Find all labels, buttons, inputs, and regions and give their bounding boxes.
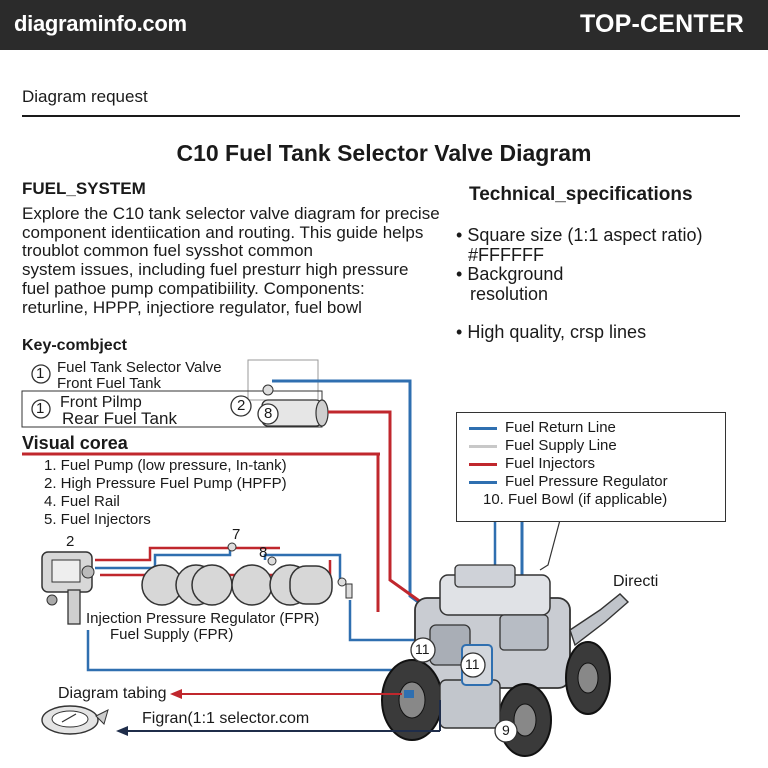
- callout-circle-11b: [460, 652, 486, 678]
- fuel-system-description: Explore the C10 tank selector valve diag…: [22, 204, 452, 317]
- callout-number-9: 9: [502, 722, 510, 738]
- header-bar: diagraminfo.com TOP-CENTER: [0, 0, 768, 50]
- page-title: C10 Fuel Tank Selector Valve Diagram: [176, 140, 592, 166]
- legend-label: Fuel Pressure Regulator: [505, 473, 668, 490]
- key-heading: Key-combject: [22, 337, 127, 354]
- bullet: •: [456, 225, 463, 245]
- fuel-supply-label: Fuel Supply (FPR): [110, 626, 234, 643]
- regulator-label: Injection Pressure Regulator (FPR): [86, 610, 320, 627]
- callout-circle-2: [230, 395, 252, 417]
- visual-item: 4. Fuel Rail: [44, 493, 120, 510]
- high-pressure-pump-icon: [41, 551, 95, 625]
- description-line: troublot common fuel sysshot common: [22, 241, 314, 261]
- key-item-label: Rear Fuel Tank: [62, 409, 177, 428]
- legend-label: Fuel Supply Line: [505, 437, 617, 454]
- diagram-tabing-label: Diagram tabing: [58, 685, 167, 702]
- spec-item: • Square size (1:1 aspect ratio): [456, 225, 702, 245]
- spec-item: resolution: [470, 284, 548, 304]
- callout-circle-8: [257, 403, 279, 425]
- description-line: returline, HPPP, injectiore regulator, f…: [22, 297, 362, 317]
- fuel-bowl-icon: [41, 705, 109, 735]
- fuel-system-heading: FUEL_SYSTEM: [22, 179, 146, 198]
- key-number: 1: [36, 400, 45, 417]
- key-item-label: Front Fuel Tank: [57, 375, 161, 392]
- legend-swatch: [469, 462, 497, 466]
- component-number-8: 8: [259, 544, 268, 561]
- figran-label: Figran(1:1 selector.com: [142, 710, 310, 727]
- visual-item: 1. Fuel Pump (low pressure, In-tank): [44, 457, 287, 474]
- legend-swatch: [469, 426, 497, 430]
- bullet: •: [456, 264, 463, 284]
- visual-item: 2. High Pressure Fuel Pump (HPFP): [44, 475, 287, 492]
- legend-label: Fuel Return Line: [505, 419, 616, 436]
- component-number-7: 7: [232, 526, 241, 543]
- technical-heading: Technical_specifications: [469, 184, 693, 205]
- callout-circle-9: [494, 719, 518, 743]
- spec-item: • Background: [456, 264, 563, 284]
- spec-text: #FFFFFF: [468, 245, 544, 265]
- legend-item: Fuel Return Line: [469, 419, 616, 437]
- request-label: Diagram request: [22, 87, 148, 106]
- legend: Fuel Return Line Fuel Supply Line Fuel I…: [456, 412, 726, 522]
- legend-item: Fuel Pressure Regulator: [469, 473, 668, 491]
- key-circle-2: [31, 399, 51, 419]
- component-number-2: 2: [66, 533, 75, 550]
- corner-label: TOP-CENTER: [579, 10, 744, 38]
- callout-circle-11a: [410, 637, 436, 663]
- legend-label: Fuel Injectors: [505, 455, 596, 472]
- legend-item: Fuel Injectors: [469, 455, 595, 473]
- site-name[interactable]: diagraminfo.com: [14, 11, 187, 36]
- callout-number-11a: 11: [415, 641, 430, 657]
- bullet: •: [456, 322, 463, 342]
- visual-heading: Visual corea: [22, 433, 128, 453]
- description-line: Explore the C10 tank selector valve diag…: [22, 204, 440, 223]
- description-line: component identiication and routing. Thi…: [22, 222, 424, 242]
- callout-number: 8: [264, 405, 273, 422]
- visual-list: 1. Fuel Pump (low pressure, In-tank) 2. …: [44, 457, 287, 529]
- callout-number: 2: [237, 397, 246, 414]
- callout-number-11b: 11: [465, 656, 480, 672]
- legend-item: Fuel Supply Line: [469, 437, 617, 455]
- fuel-rail-icon: [141, 564, 333, 606]
- legend-swatch: [469, 444, 497, 448]
- divider: [22, 115, 740, 117]
- direction-label: Directi: [613, 573, 659, 590]
- key-item-label: Front Pilmp: [60, 394, 142, 411]
- spec-item: #FFFFFF: [468, 245, 544, 265]
- spec-text: High quality, crsp lines: [467, 322, 647, 342]
- legend-label: 10. Fuel Bowl (if applicable): [483, 491, 668, 508]
- spec-item: • High quality, crsp lines: [456, 322, 646, 342]
- spec-text: resolution: [470, 284, 549, 304]
- legend-swatch: [469, 480, 497, 484]
- description-line: system issues, including fuel presturr h…: [22, 260, 409, 280]
- key-item-label: Fuel Tank Selector Valve: [57, 359, 222, 376]
- spec-text: Background: [467, 264, 564, 284]
- spec-text: Square size (1:1 aspect ratio): [467, 225, 703, 245]
- legend-item: 10. Fuel Bowl (if applicable): [483, 491, 667, 509]
- key-number: 1: [36, 365, 45, 382]
- description-line: fuel pathoe pump compatibiility. Compone…: [22, 278, 365, 298]
- key-circle-1: [31, 364, 51, 384]
- visual-item: 5. Fuel Injectors: [44, 511, 151, 528]
